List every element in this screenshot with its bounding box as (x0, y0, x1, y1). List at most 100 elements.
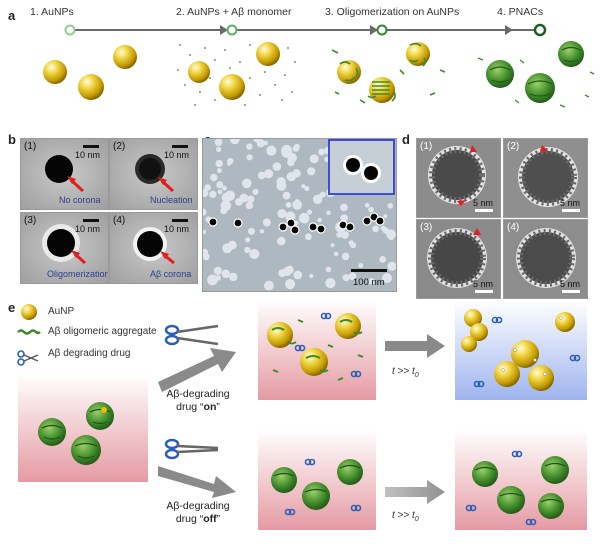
tem-texture-dot (215, 275, 221, 281)
tem-image-d2: (2) 5 nm (503, 138, 588, 218)
tem-texture-dot (216, 146, 222, 152)
tem-texture-dot (203, 188, 209, 198)
tem-texture-dot (372, 225, 379, 233)
b1-scalebar (83, 145, 99, 148)
tem-texture-dot (287, 158, 295, 167)
tem-texture-dot (368, 206, 374, 213)
tem-texture-dot (210, 173, 218, 182)
tem-texture-dot (221, 269, 231, 279)
tem-texture-dot (285, 279, 296, 290)
step-3-label: 3. Oligomerization on AuNPs (325, 6, 460, 18)
tem-texture-dot (272, 162, 282, 171)
tem-image-b4: (4) 10 nm Aβ corona (109, 212, 198, 284)
tem-texture-dot (306, 209, 313, 215)
tem-image-b2: (2) 10 nm Nucleation (109, 138, 198, 210)
tem-texture-dot (281, 144, 292, 156)
tem-texture-dot (288, 266, 293, 272)
tem-texture-dot (368, 277, 375, 285)
tem-texture-dot (246, 195, 255, 204)
tem-texture-dot (246, 154, 253, 161)
tem-texture-dot (203, 253, 210, 261)
scissors-legend-icon (17, 350, 39, 366)
tem-texture-dot (325, 278, 336, 289)
tem-texture-dot (336, 232, 343, 238)
panel-a-graphic (43, 23, 595, 108)
oligomer-legend-icon (17, 329, 41, 335)
drug-on-result-box (455, 300, 587, 400)
drug-off-result-box (455, 430, 587, 530)
step-1-label: 1. AuNPs (30, 6, 74, 18)
drug-on-intermediate-box (258, 300, 376, 400)
drug-off-intermediate-box (258, 430, 376, 530)
panel-e-letter: e (8, 300, 16, 315)
tem-texture-dot (222, 185, 227, 191)
tem-texture-dot (298, 212, 310, 224)
b4-caption: Aβ corona (150, 269, 192, 279)
tem-texture-dot (292, 145, 299, 152)
tem-texture-dot (379, 256, 387, 263)
tem-texture-dot (286, 172, 296, 182)
tem-texture-dot (253, 139, 261, 143)
time-arrow-off (385, 480, 445, 504)
tem-texture-dot (358, 263, 364, 268)
tem-texture-dot (248, 227, 255, 235)
drug-on-arrow (158, 324, 236, 392)
drug-off-arrow (158, 438, 236, 498)
tem-texture-dot (382, 273, 392, 283)
b1-number: (1) (24, 141, 37, 152)
drug-on-label: Aβ-degrading drug “on” (166, 388, 230, 413)
b3-caption: Oligomerization (47, 269, 109, 279)
tem-texture-dot (341, 252, 350, 261)
b4-scalebar (172, 219, 188, 222)
tem-texture-dot (309, 273, 314, 279)
panel-d-letter: d (402, 132, 410, 147)
b1-scale-label: 10 nm (75, 150, 101, 160)
tem-image-d3: (3) 5 nm (416, 219, 501, 299)
panel-b-letter: b (8, 132, 16, 147)
tem-texture-dot (249, 249, 260, 259)
tem-texture-dot (348, 272, 357, 281)
tem-texture-dot (224, 190, 236, 201)
d2-scale-label: 5 nm (560, 198, 581, 208)
time-label-on: t >> t0 (392, 366, 419, 379)
tem-texture-dot (246, 143, 253, 150)
tem-texture-dot (252, 188, 259, 195)
tem-texture-dot (213, 266, 222, 275)
tem-texture-dot (245, 237, 251, 243)
tem-image-d1: (1) 5 nm (416, 138, 501, 218)
tem-texture-dot (319, 191, 326, 198)
d2-scalebar (562, 209, 580, 212)
legend-aunp-label: AuNP (48, 306, 75, 317)
step-2-label: 2. AuNPs + Aβ monomer (176, 6, 292, 18)
b4-number: (4) (113, 215, 126, 226)
d3-scalebar (475, 290, 493, 293)
initial-pnac-box (18, 374, 148, 482)
scissors-on-icon (164, 324, 219, 346)
tem-texture-dot (341, 231, 349, 239)
d4-number: (4) (507, 222, 520, 233)
tem-texture-dot (266, 145, 277, 156)
tem-texture-dot (293, 201, 302, 210)
legend-icons (17, 304, 41, 366)
panel-a-letter: a (8, 8, 16, 23)
tem-image-c: 100 nm (202, 138, 397, 292)
tem-texture-dot (348, 240, 354, 246)
tem-texture-dot (214, 139, 223, 147)
tem-texture-dot (309, 154, 319, 164)
tem-texture-dot (340, 203, 348, 212)
tem-texture-dot (278, 269, 287, 278)
tem-texture-dot (301, 184, 306, 189)
tem-texture-dot (204, 184, 211, 191)
tem-texture-dot (317, 217, 322, 223)
tem-texture-dot (307, 167, 316, 176)
tem-texture-dot (380, 225, 386, 231)
tem-texture-dot (245, 201, 254, 210)
tem-texture-dot (340, 214, 348, 222)
tem-texture-dot (277, 236, 286, 246)
tem-texture-dot (229, 272, 238, 282)
tem-texture-dot (318, 148, 325, 156)
tem-texture-dot (285, 202, 292, 208)
tem-texture-dot (326, 210, 331, 215)
tem-texture-dot (262, 218, 271, 227)
legend-oligomer-label: Aβ oligomeric aggregate (48, 326, 157, 337)
